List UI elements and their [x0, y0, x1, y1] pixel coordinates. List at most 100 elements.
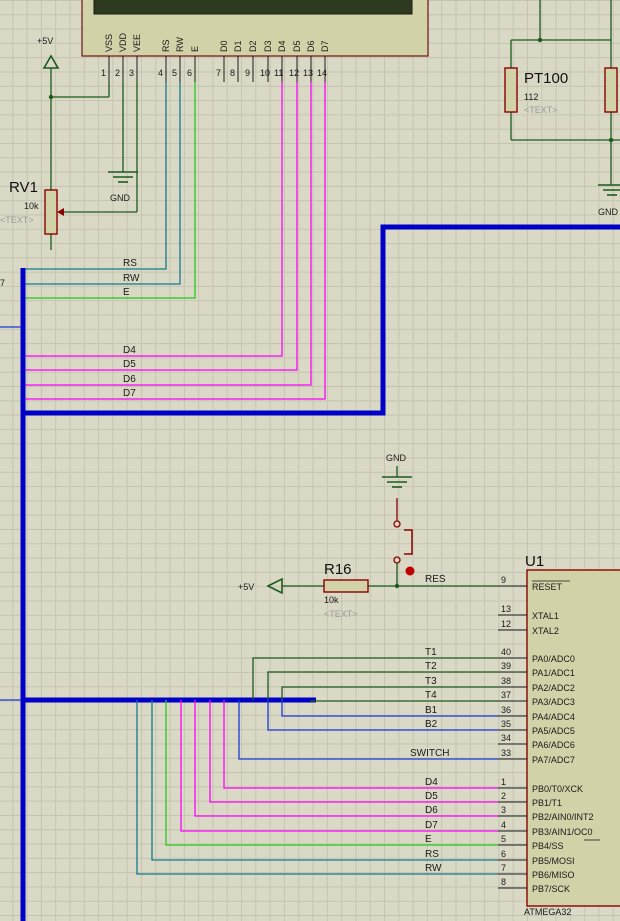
- u1-pin-number: 34: [501, 733, 511, 743]
- u1-pin-number: 12: [501, 619, 511, 629]
- u1-pin-name: PA2/ADC2: [532, 683, 575, 693]
- svg-text:7: 7: [0, 278, 5, 288]
- lcd-pin-number: 11: [274, 68, 283, 78]
- u1-net-wire[interactable]: [267, 700, 498, 731]
- lcd-pin-name: D6: [306, 40, 316, 52]
- u1-net-wire[interactable]: [194, 700, 498, 817]
- gnd-label-reset: GND: [386, 453, 407, 463]
- lcd-net-wire[interactable]: [23, 82, 283, 357]
- vcc-label-top: +5V: [37, 36, 53, 46]
- u1-net-label: E: [425, 834, 432, 845]
- lcd-pin-name: D5: [292, 40, 302, 52]
- u1-pin-number: 6: [501, 849, 506, 859]
- u1-net-wire[interactable]: [281, 700, 498, 717]
- u1-net-label: D5: [425, 791, 438, 802]
- u1-pin-number: 38: [501, 676, 511, 686]
- u1-pin-number: 36: [501, 705, 511, 715]
- lcd-pin-number: 9: [245, 68, 250, 78]
- u1-chip[interactable]: [526, 569, 620, 907]
- u1-pin-name: PA7/ADC7: [532, 755, 575, 765]
- lcd-pin-name: D1: [233, 40, 243, 52]
- u1-pin-name: PB2/AIN0/INT2: [532, 812, 594, 822]
- u1-pin-number: 13: [501, 604, 511, 614]
- u1-net-wire[interactable]: [310, 700, 498, 702]
- lcd-net-label: RS: [123, 258, 137, 269]
- u1-net-wire[interactable]: [136, 700, 498, 875]
- lcd-pin-name: D0: [219, 40, 229, 52]
- reset-circuit: GND +5V R16 10k <TEXT>: [238, 453, 498, 619]
- u1-pin-number: 5: [501, 834, 506, 844]
- lcd-net-label: E: [123, 287, 130, 298]
- u1-pin-name: PA5/ADC5: [532, 726, 575, 736]
- u1-pins: 9RESET13XTAL112XTAL240PA0/ADC039PA1/ADC1…: [498, 575, 600, 894]
- u1-pin-number: 3: [501, 805, 506, 815]
- u1-net-wire[interactable]: [151, 700, 498, 861]
- u1-net-label: D4: [425, 777, 438, 788]
- u1-pin-number: 8: [501, 877, 506, 887]
- u1-pin-name: PB0/T0/XCK: [532, 784, 583, 794]
- net-label-res: RES: [425, 574, 446, 585]
- vcc-arrow-reset-icon: [266, 577, 283, 595]
- lcd-pin-name: D4: [277, 40, 287, 52]
- lcd-pin-name: VDD: [118, 32, 128, 52]
- reset-button-dot: [405, 566, 415, 576]
- u1-net-label: D6: [425, 805, 438, 816]
- u1-net-wire[interactable]: [238, 700, 498, 760]
- rv1-resistor[interactable]: [44, 189, 58, 235]
- lcd-pin-number: 2: [115, 68, 120, 78]
- lcd-pin-number: 1: [101, 68, 106, 78]
- lcd-net-wire[interactable]: [23, 82, 312, 386]
- u1-net-label: T4: [425, 690, 437, 701]
- u1-net-wire[interactable]: [267, 671, 498, 700]
- u1-pin-number: 7: [501, 863, 506, 873]
- lcd-pin-number: 14: [317, 68, 327, 78]
- lcd-pin-number: 12: [289, 68, 299, 78]
- lcd-net-wire[interactable]: [23, 82, 196, 299]
- lcd-pin-number: 10: [260, 68, 270, 78]
- u1-pin-number: 39: [501, 661, 511, 671]
- u1-net-wire[interactable]: [252, 657, 498, 700]
- lcd-pin-name: VEE: [132, 34, 142, 52]
- gnd-label-rv1: GND: [110, 193, 131, 203]
- u1-net-wire[interactable]: [180, 700, 498, 832]
- lcd-pin-name: RW: [175, 37, 185, 52]
- lcd-net-wire[interactable]: [23, 82, 298, 371]
- data-bus[interactable]: 7: [0, 224, 620, 921]
- lcd-pin-number: 6: [187, 68, 192, 78]
- u1-pin-name: RESET: [532, 582, 563, 592]
- u1-net-wire[interactable]: [281, 686, 498, 700]
- lcd-net-wire[interactable]: [23, 82, 167, 270]
- u1-pin-name: XTAL2: [532, 626, 559, 636]
- u1-net-label: D7: [425, 820, 438, 831]
- vcc-label-reset: +5V: [238, 582, 254, 592]
- u1-pin-name: PB3/AIN1/OC0: [532, 827, 593, 837]
- u1-net-wire[interactable]: [223, 700, 498, 789]
- u1-pin-name: PB1/T1: [532, 798, 562, 808]
- lcd-net-wire[interactable]: [23, 82, 181, 285]
- u1-pin-name: PA6/ADC6: [532, 740, 575, 750]
- pt100-circuit: GND PT100 112 <TEXT>: [504, 0, 620, 217]
- lcd-net-label: D6: [123, 374, 136, 385]
- u1-pin-number: 2: [501, 791, 506, 801]
- pt100-partner-resistor[interactable]: [604, 67, 618, 113]
- u1-pin-name: PB5/MOSI: [532, 856, 575, 866]
- lcd-pin-number: 7: [216, 68, 221, 78]
- r16-ref: R16: [324, 561, 352, 578]
- u1-net-label: RW: [425, 863, 442, 874]
- u1-net-wire[interactable]: [165, 700, 498, 846]
- rv1-circuit: +5V GND RV1 10k <TEXT>: [0, 36, 138, 250]
- u1-pin-name: PA3/ADC3: [532, 697, 575, 707]
- pt100-resistor[interactable]: [504, 67, 518, 113]
- gnd-label-pt100: GND: [598, 207, 619, 217]
- lcd-net-wire[interactable]: [23, 82, 326, 400]
- u1-pin-name: PA1/ADC1: [532, 668, 575, 678]
- lcd-pin-number: 8: [230, 68, 235, 78]
- u1-net-wire[interactable]: [209, 700, 498, 803]
- switch-contact-top: [393, 520, 401, 528]
- r16-resistor[interactable]: [323, 579, 369, 593]
- u1-pin-number: 1: [501, 777, 506, 787]
- lcd-pin-name: VSS: [104, 34, 114, 52]
- lcd-screen: [93, 0, 413, 15]
